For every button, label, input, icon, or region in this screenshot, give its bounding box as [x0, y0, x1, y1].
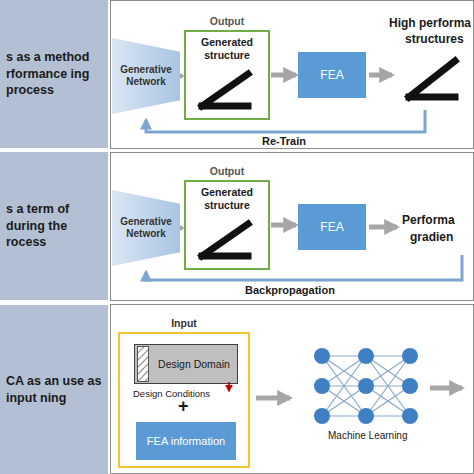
row-label-cell: s as a method rformance ing process	[0, 0, 108, 148]
flow-arrow	[271, 223, 296, 228]
fea-box: FEA	[298, 204, 366, 250]
row-label-cell: s a term of during the rocess	[0, 152, 108, 300]
node-text: Design Domain	[158, 358, 230, 370]
structure-shape	[409, 61, 455, 97]
row-panel	[111, 153, 474, 301]
row-panel	[111, 1, 474, 149]
caption-label: Machine Learning	[328, 430, 408, 441]
flow-arrow	[256, 396, 290, 401]
fea-info-box: FEA information	[136, 422, 236, 460]
node-text: FEA	[320, 68, 343, 82]
loop-label: Re-Train	[262, 135, 306, 147]
generative-network: Generative Network	[112, 38, 180, 114]
output-box: OutputGenerated structure	[184, 180, 270, 270]
node-text: Generative Network	[112, 64, 180, 89]
flow-arrow	[369, 73, 392, 78]
node-text: Generated structure	[186, 32, 268, 61]
structure-shape	[196, 68, 256, 114]
result-text: Performa	[402, 213, 455, 227]
node-text: Generated structure	[186, 182, 268, 211]
flow-arrow	[430, 386, 462, 391]
fixed-support-hatch	[137, 346, 149, 382]
result-text: gradien	[410, 230, 453, 244]
result-text: structures	[405, 32, 464, 46]
design-domain-box: Design Domain	[134, 344, 238, 384]
load-arrow	[223, 382, 235, 396]
output-box: OutputGenerated structure	[184, 30, 270, 120]
fea-box: FEA	[298, 52, 366, 98]
row-label-cell: CA as an use as input ning	[0, 305, 108, 474]
flow-arrow	[271, 73, 296, 78]
row-label: s a term of during the rocess	[6, 201, 102, 252]
condition-label: Design Conditions	[133, 388, 210, 399]
flow-arrow	[369, 225, 397, 230]
input-heading: Input	[120, 317, 248, 329]
flow-arrow	[181, 226, 182, 231]
structure-shape	[196, 218, 256, 264]
node-text: FEA information	[144, 435, 228, 447]
neural-network	[314, 348, 418, 424]
row-label: s as a method rformance ing process	[6, 49, 102, 100]
node-text: FEA	[320, 220, 343, 234]
result-text: High performa	[389, 16, 471, 30]
generative-network: Generative Network	[112, 190, 180, 266]
output-heading: Output	[186, 15, 268, 27]
loop-label: Backpropagation	[245, 284, 335, 296]
row-panel	[111, 305, 474, 474]
output-heading: Output	[186, 165, 268, 177]
node-text: Generative Network	[112, 216, 180, 241]
row-label: CA as an use as input ning	[6, 373, 102, 407]
plus-sign: +	[178, 396, 189, 416]
flow-arrow	[181, 74, 182, 79]
